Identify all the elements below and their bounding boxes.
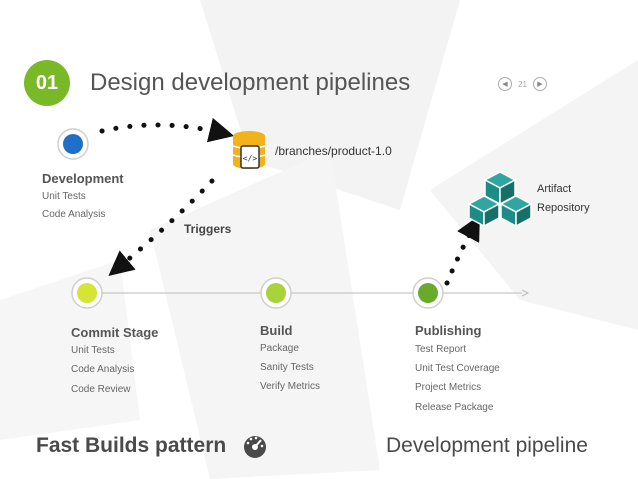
cubes-icon xyxy=(467,171,533,228)
section-number-badge: 01 xyxy=(24,60,70,106)
publishing-stage-node xyxy=(412,277,444,309)
commit-stage-node xyxy=(71,277,103,309)
commit-item-code-analysis: Code Analysis xyxy=(71,364,135,375)
artifact-repository-label: Artifact Repository xyxy=(537,180,590,218)
speedometer-icon xyxy=(244,436,266,458)
triangle-right-icon[interactable]: ▶ xyxy=(532,77,547,91)
publishing-stage-title: Publishing xyxy=(415,323,482,338)
database-code-icon: </> xyxy=(232,131,266,169)
build-item-sanity-tests: Sanity Tests xyxy=(260,362,314,373)
build-item-package: Package xyxy=(260,343,299,354)
pager: ◀ 21 ▶ xyxy=(498,77,547,91)
repo-to-commit-arrow xyxy=(108,178,215,276)
svg-text:</>: </> xyxy=(243,154,258,163)
development-item-unit-tests: Unit Tests xyxy=(42,191,86,202)
section-number: 01 xyxy=(35,71,59,94)
artifact-label-line1: Artifact xyxy=(537,183,572,195)
development-item-code-analysis: Code Analysis xyxy=(42,209,106,220)
page-number: 21 xyxy=(518,79,527,89)
publishing-item-project-metrics: Project Metrics xyxy=(415,382,482,393)
build-stage-node xyxy=(260,277,292,309)
build-item-verify-metrics: Verify Metrics xyxy=(260,381,321,392)
artifact-label-line2: Repository xyxy=(537,202,590,214)
publishing-item-release-package: Release Package xyxy=(415,402,494,413)
slide-title: Design development pipelines xyxy=(90,69,411,96)
footer-pattern-title: Fast Builds pattern xyxy=(36,434,227,457)
publish-to-artifact-arrow xyxy=(444,214,480,286)
publishing-item-unit-test-coverage: Unit Test Coverage xyxy=(415,363,500,374)
build-stage-title: Build xyxy=(260,323,293,338)
development-title: Development xyxy=(42,171,124,186)
triangle-left-icon[interactable]: ◀ xyxy=(498,77,512,91)
commit-stage-title: Commit Stage xyxy=(71,325,159,340)
timeline-arrowhead xyxy=(521,289,530,297)
branch-label: /branches/product-1.0 xyxy=(275,144,392,158)
commit-item-unit-tests: Unit Tests xyxy=(71,345,115,356)
development-node xyxy=(57,128,89,160)
triggers-label: Triggers xyxy=(184,222,232,236)
commit-item-code-review: Code Review xyxy=(71,384,131,395)
publishing-item-test-report: Test Report xyxy=(415,344,467,355)
footer-pipeline-title: Development pipeline xyxy=(386,434,588,457)
dev-to-repo-arrow xyxy=(99,117,235,143)
